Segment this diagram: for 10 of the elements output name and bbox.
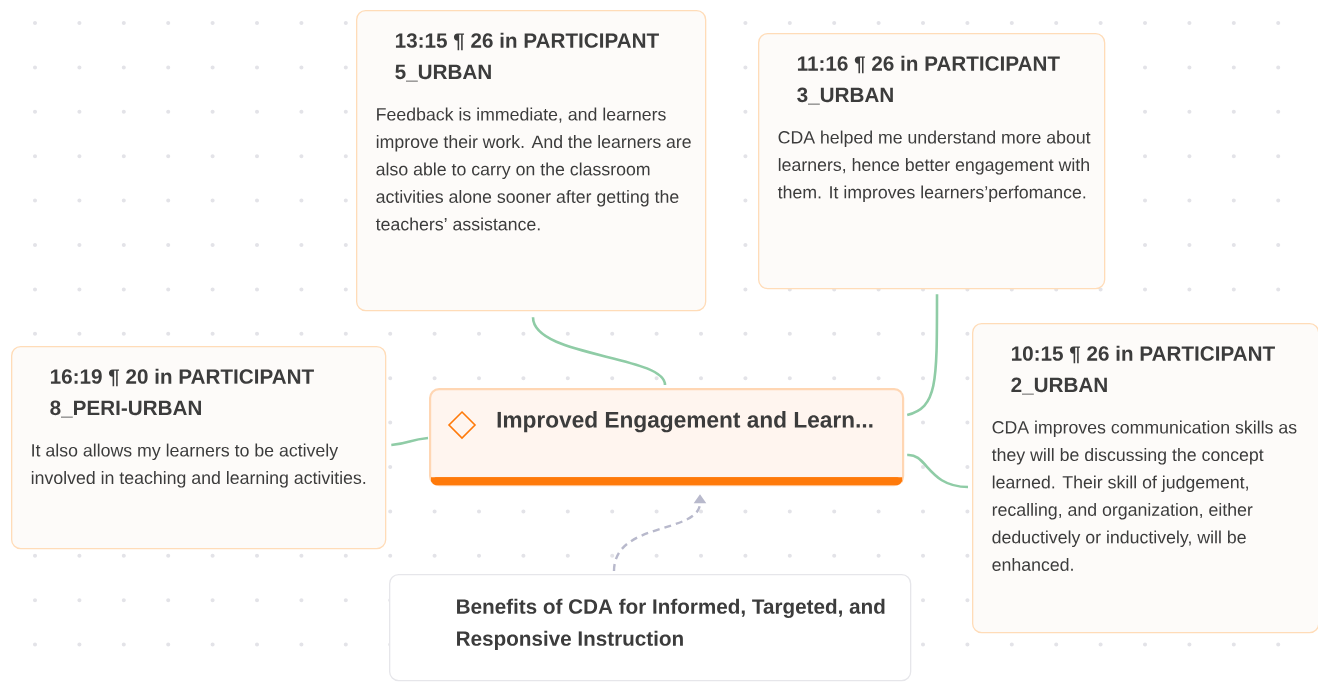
connector-line <box>531 316 667 386</box>
connector-line <box>907 453 969 489</box>
connector-line <box>391 436 429 447</box>
connector-line <box>906 294 939 417</box>
topic-box: Improved Engagement and Learn... <box>429 388 905 487</box>
quote-card: 16:19 ¶ 20 in PARTICIPANT 8_PERI-URBAN It also allows my learners to be actively involved in teaching and learning activities. <box>11 346 387 550</box>
quote-card: 10:15 ¶ 26 in PARTICIPANT 2_URBAN CDA improves communication skills as they will be discussing the concept learned. Their skill of judgement, recalling, and organization, either deductively or inductively, will be enhanced. <box>972 323 1318 634</box>
topic-box: Benefits of CDA for Informed, Targeted, and Responsive Instruction <box>389 574 912 682</box>
quote-card: 13:15 ¶ 26 in PARTICIPANT 5_URBAN Feedback is immediate, and learners improve their work. And the learners are also able to carry on the classroom activities alone sooner after getting the teachers’ assistance. <box>356 10 707 312</box>
quote-card: 11:16 ¶ 26 in PARTICIPANT 3_URBAN CDA helped me understand more about learners, hence better engagement with them. It improves learners’perfomance. <box>758 33 1106 290</box>
